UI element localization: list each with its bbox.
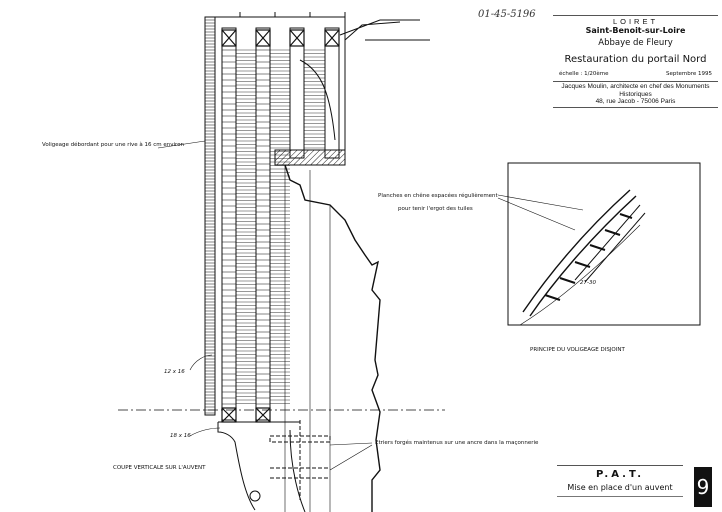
note-planches-2: pour tenir l'ergot des tuiles [398,206,473,212]
rafter [324,27,340,159]
leader-etriers [329,442,373,471]
town: Saint-Benoit-sur-Loire [585,26,686,35]
iron-strap [269,420,331,500]
site: Abbaye de Fleury [598,38,673,48]
sheet-label: P.A.T. Mise en place d'un auvent [557,465,683,497]
ridge-posts [239,12,346,17]
rafter-sections-top [221,29,340,47]
caption-principe: PRINCIPE DU VOLIGEAGE DISJOINT [530,347,625,353]
detail-bottom-line [519,224,641,326]
architect: Jacques Moulin, architecte en chef des M… [553,81,718,108]
leader-voligeage [157,140,206,149]
sheet-code: P.A.T. [595,469,645,480]
architect-address: 48, rue Jacob - 75006 Paris [595,98,676,105]
roof-edge [205,16,430,42]
sheet-number: 9 [694,467,712,507]
detail-tiles [544,213,633,301]
pier-joints [284,165,331,512]
caption-coupe: COUPE VERTICALE SUR L'AUVENT [113,465,206,471]
detail-rafter [574,204,646,283]
bolt [249,490,261,502]
title-block: LOIRET Saint-Benoit-sur-Loire Abbaye de … [553,15,718,108]
scale-date-row: échelle : 1/20ème Septembre 1995 [559,71,712,77]
detail-dim: 27-30 [580,280,596,286]
dim-chevron: 12 x 16 [164,369,185,375]
department: LOIRET [612,17,659,26]
detail-plank [522,189,637,317]
beam-section [274,149,346,166]
leader-planches [497,194,584,231]
note-etriers: Etriers forgés maintenus sur une ancre d… [375,440,539,446]
rafter [289,27,305,159]
rafter [255,27,271,421]
leader-chevron [189,354,213,371]
date: Septembre 1995 [665,71,712,77]
note-voligeage: Voligeage débordant pour une rive à 16 c… [42,142,185,148]
detail-frame [507,162,701,326]
scale: échelle : 1/20ème [559,71,609,77]
reference-number: 01-45-5196 [478,9,536,20]
leader-sabliere [189,427,221,437]
rafter [221,27,237,421]
architect-line: Jacques Moulin, architecte en chef des M… [561,83,710,98]
dim-sabliere: 18 x 16 [170,433,191,439]
note-planches: Planches en chêne espacées régulièrement [378,193,498,199]
project-title: Restauration du portail Nord [564,54,707,65]
stone-pier-profile [284,164,381,512]
sheet-subject: Mise en place d'un auvent [567,483,673,492]
rafter-hatching [205,19,325,414]
